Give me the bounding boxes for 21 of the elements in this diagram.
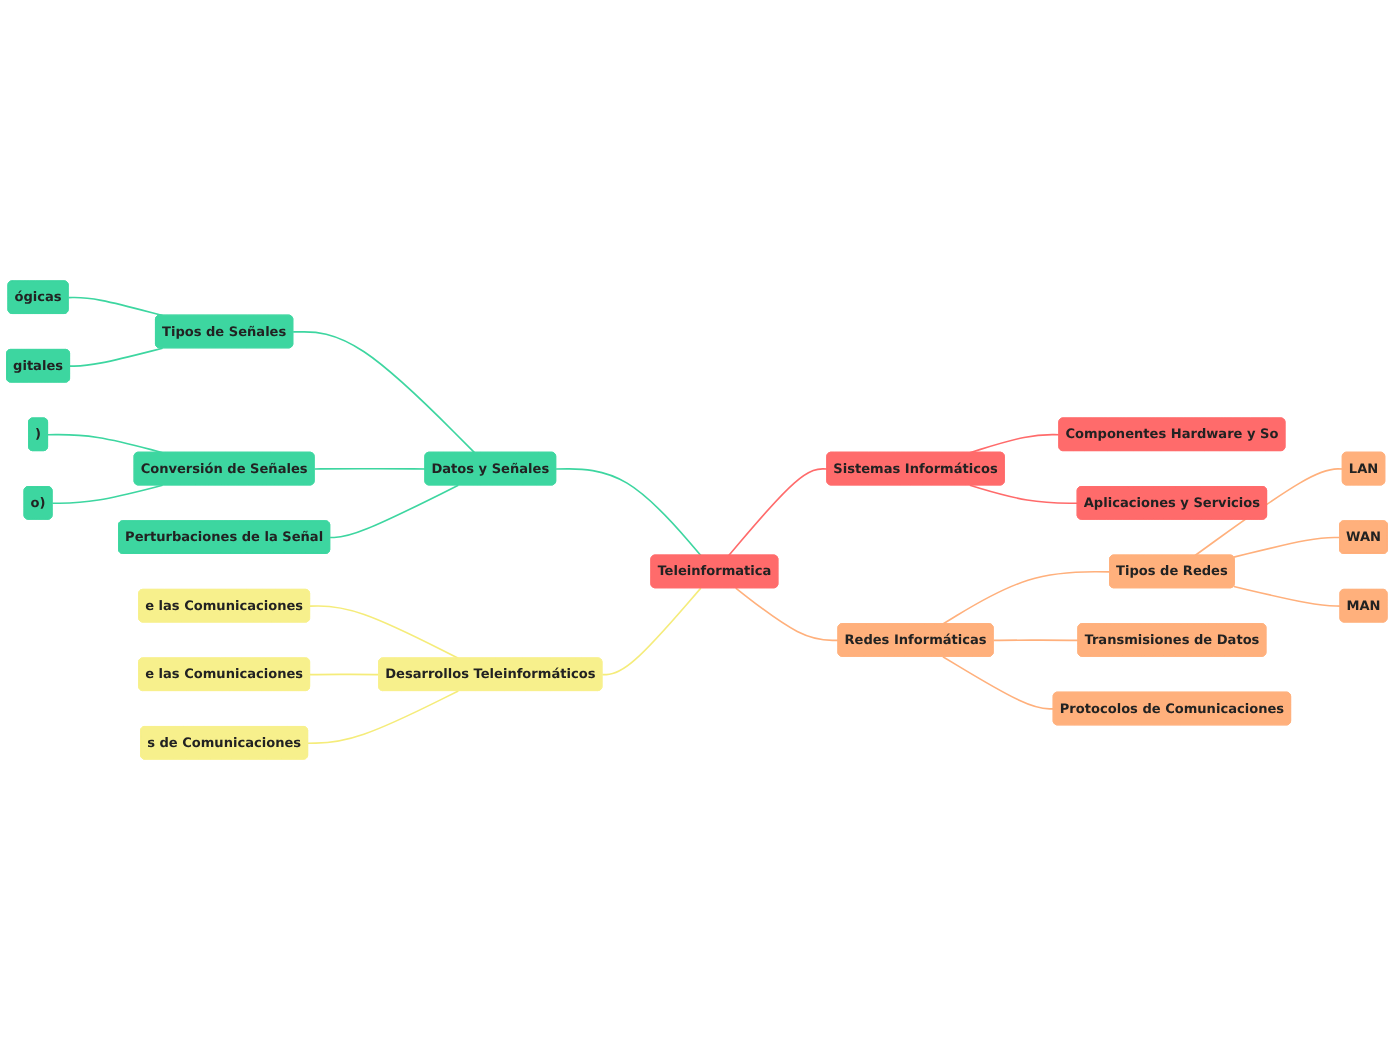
connector bbox=[313, 467, 427, 470]
connector bbox=[601, 587, 702, 676]
connector bbox=[992, 639, 1080, 642]
connector bbox=[969, 433, 1061, 454]
connector bbox=[1233, 585, 1342, 607]
connector bbox=[734, 587, 840, 642]
connector bbox=[307, 690, 460, 745]
connector bbox=[69, 347, 164, 367]
connector bbox=[942, 655, 1055, 710]
connector bbox=[555, 468, 702, 557]
connector bbox=[942, 570, 1111, 625]
connector bbox=[1233, 536, 1341, 558]
connector bbox=[51, 484, 164, 505]
connector bbox=[329, 484, 460, 539]
connector bbox=[727, 468, 829, 557]
connector bbox=[309, 673, 380, 676]
connector bbox=[309, 605, 460, 660]
connector bbox=[47, 433, 164, 454]
connector bbox=[67, 296, 164, 317]
connector bbox=[969, 484, 1079, 505]
connector bbox=[292, 331, 476, 454]
